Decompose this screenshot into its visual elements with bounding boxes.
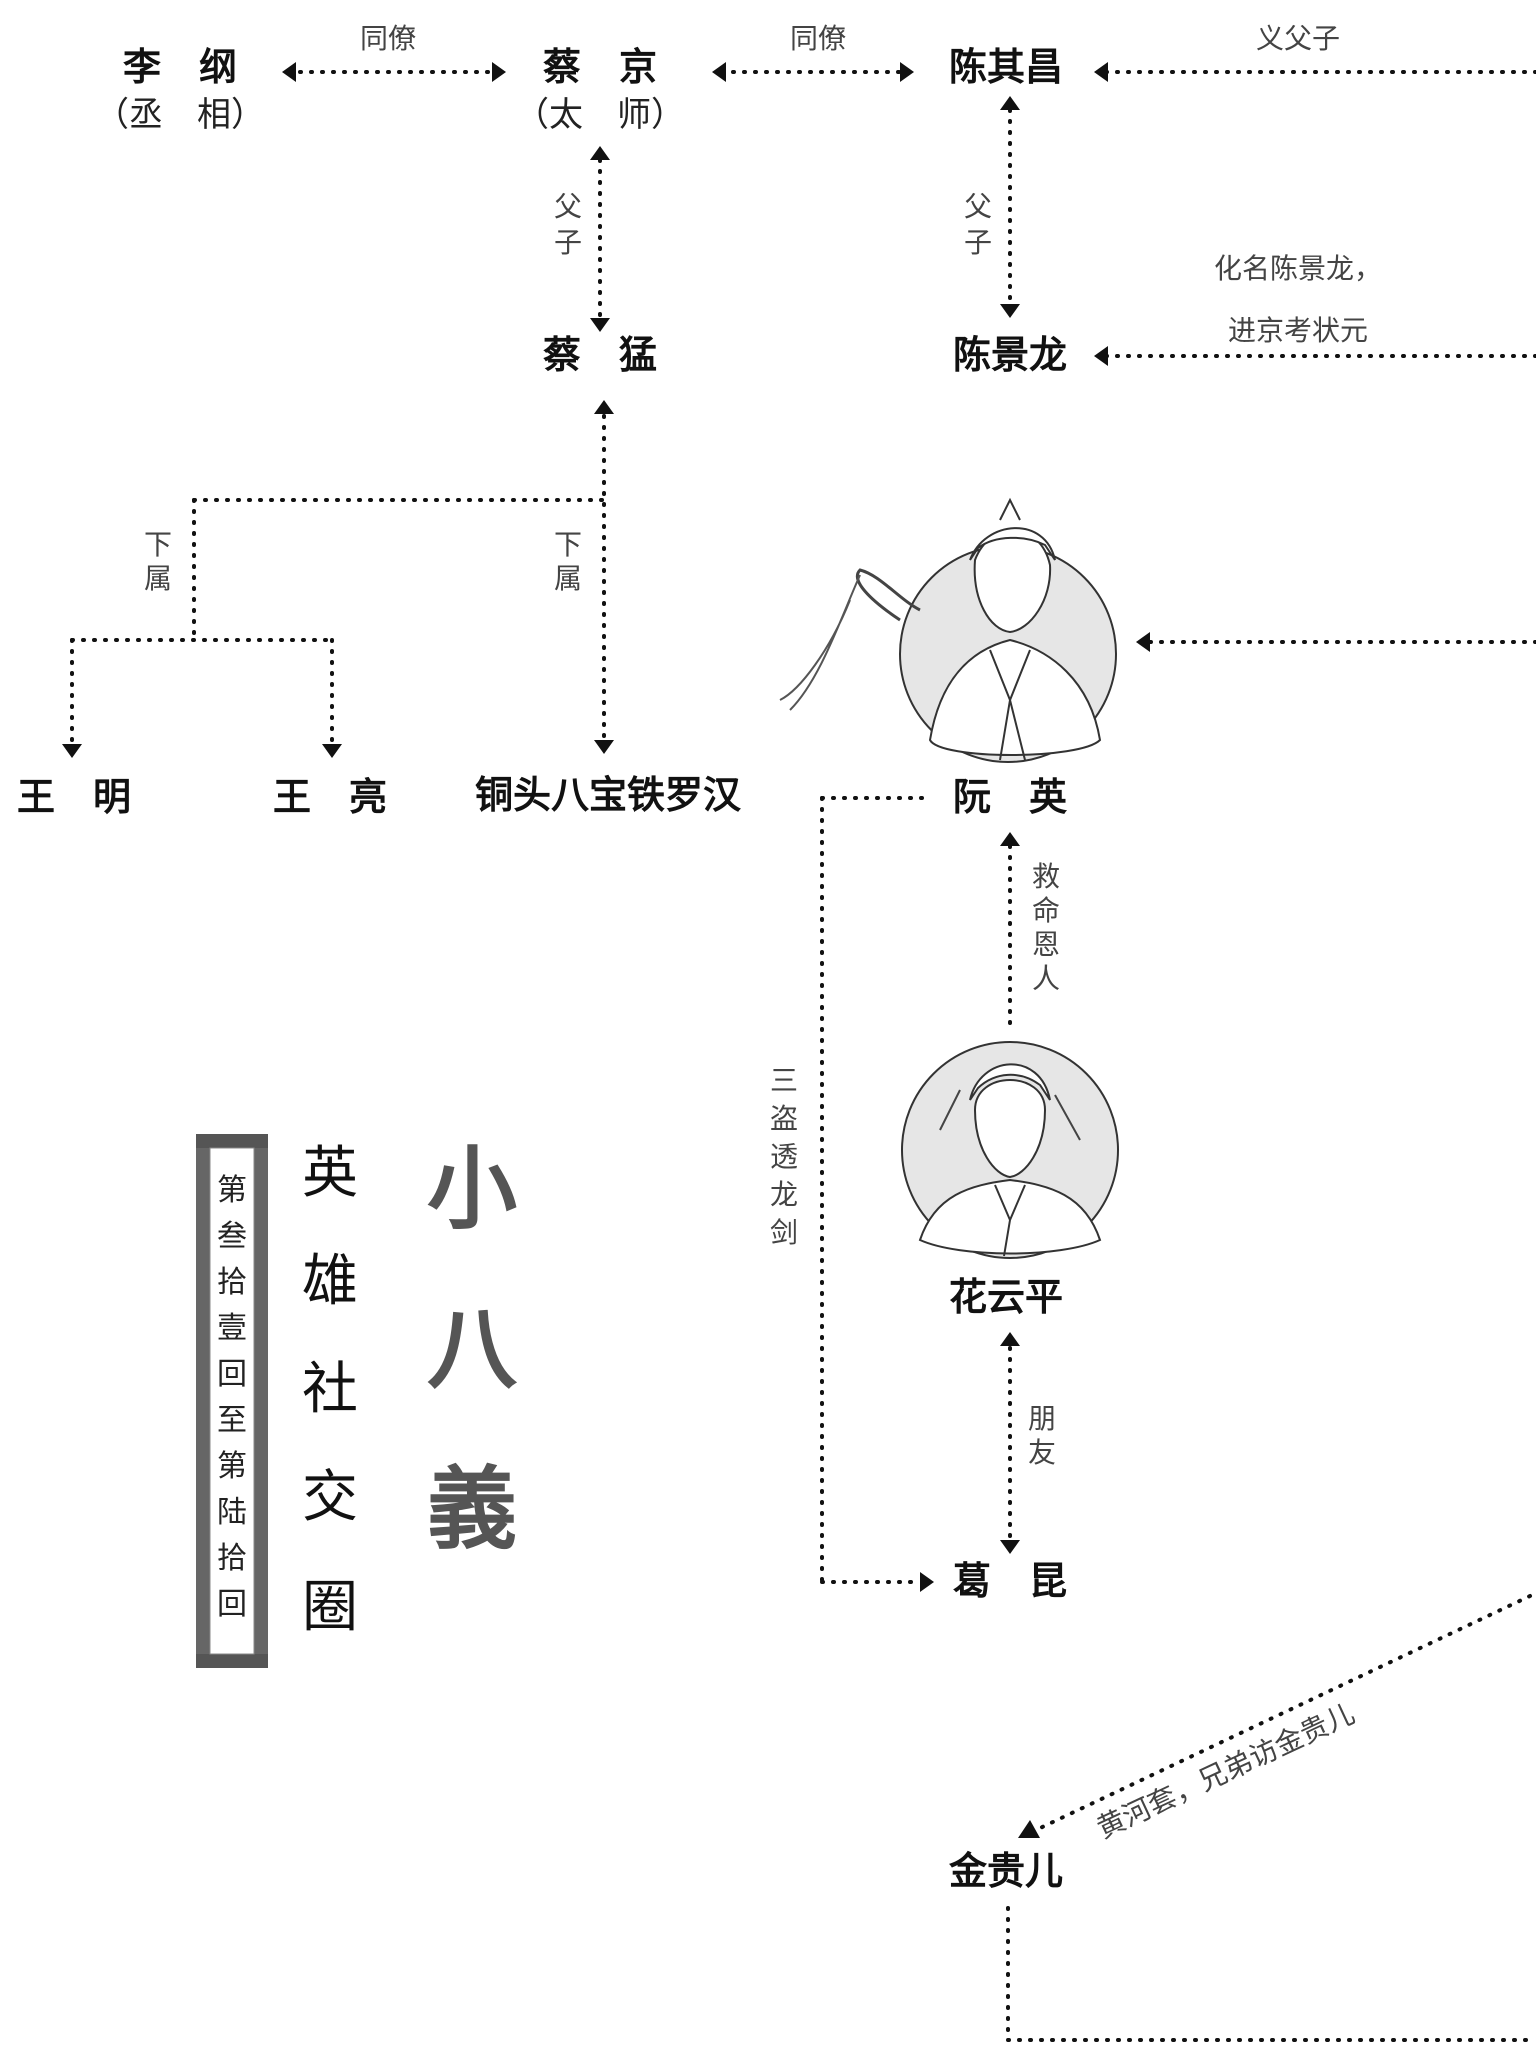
arrowhead: [1000, 1332, 1020, 1346]
label-subordinate-2a: 下: [554, 528, 582, 561]
label-alias-2: 进京考状元: [1228, 314, 1368, 347]
line-yellow-river: [1034, 1594, 1532, 1832]
scroll-char-3: 拾: [217, 1265, 247, 1300]
scroll-char-1: 第: [217, 1173, 247, 1208]
label-friend-2: 友: [1028, 1436, 1056, 1469]
node-wang-ming: 王 明: [17, 775, 131, 819]
label-father-son-1b: 子: [554, 226, 582, 259]
scroll-char-4: 壹: [217, 1311, 247, 1346]
node-cai-meng: 蔡 猛: [543, 333, 657, 377]
node-tongtou: 铜头八宝铁罗汉: [475, 773, 742, 817]
arrowhead: [1000, 1540, 1020, 1554]
label-yellow-river: 黄河套，兄弟访金贵儿: [1092, 1697, 1360, 1845]
scroll-char-6: 至: [217, 1403, 247, 1438]
label-colleague-2: 同僚: [790, 22, 846, 55]
main-title-char-2: 八: [427, 1296, 518, 1402]
scroll-char-2: 叁: [217, 1219, 247, 1254]
node-ruan-ying: 阮 英: [953, 775, 1068, 819]
label-subordinate-1a: 下: [144, 528, 172, 561]
arrowhead: [492, 62, 506, 82]
label-three-steal-4: 龙: [770, 1178, 798, 1211]
node-wang-liang: 王 亮: [273, 775, 387, 819]
hua-yunping-portrait: [901, 1041, 1119, 1259]
label-subordinate-2b: 属: [554, 562, 582, 595]
arrowhead: [1094, 346, 1108, 366]
node-ge-kun: 葛 昆: [953, 1559, 1067, 1603]
ruan-ying-portrait: [779, 497, 1117, 763]
arrowhead: [920, 1572, 934, 1592]
label-father-son-2a: 父: [964, 190, 992, 223]
arrowhead: [62, 744, 82, 758]
label-savior-2: 命: [1032, 894, 1060, 927]
label-three-steal-5: 剑: [770, 1216, 798, 1249]
arrowhead: [594, 400, 614, 414]
title-block: 第 叁 拾 壹 回 至 第 陆 拾 回 英 雄 社 交 圈 小 八 義: [196, 1134, 518, 1668]
scroll-char-8: 陆: [217, 1495, 247, 1530]
scroll-char-5: 回: [217, 1357, 247, 1392]
label-three-steal-3: 透: [770, 1140, 798, 1173]
main-title-char-1: 小: [427, 1136, 517, 1242]
label-savior-1: 救: [1032, 860, 1060, 893]
node-chen-qichang: 陈其昌: [949, 45, 1063, 89]
arrowhead: [1000, 96, 1020, 110]
arrowhead: [712, 62, 726, 82]
node-hua-yunping: 花云平: [949, 1275, 1063, 1319]
label-colleague-1: 同僚: [360, 22, 416, 55]
subtitle-char-5: 圈: [302, 1575, 358, 1640]
main-title-char-3: 義: [427, 1456, 517, 1562]
label-father-son-1a: 父: [554, 190, 582, 223]
scroll-char-10: 回: [217, 1587, 247, 1622]
arrowhead: [590, 146, 610, 160]
arrowhead: [282, 62, 296, 82]
scroll-ornament: [196, 1134, 268, 1668]
arrowhead: [590, 318, 610, 332]
label-godfather: 义父子: [1256, 22, 1340, 55]
label-father-son-2b: 子: [964, 226, 992, 259]
arrowhead: [1000, 304, 1020, 318]
scroll-char-7: 第: [217, 1449, 247, 1484]
label-subordinate-1b: 属: [144, 562, 172, 595]
label-savior-4: 人: [1032, 962, 1060, 995]
subtitle-char-3: 社: [302, 1357, 358, 1422]
subtitle-char-1: 英: [302, 1141, 358, 1206]
arrowhead: [1136, 632, 1150, 652]
connection-lines: [62, 62, 1536, 2042]
arrowhead: [1018, 1820, 1040, 1838]
subtitle-char-4: 交: [302, 1465, 358, 1530]
node-li-gang-title: （丞 相）: [95, 95, 265, 135]
arrowhead: [900, 62, 914, 82]
arrowhead: [322, 744, 342, 758]
arrowhead: [1094, 62, 1108, 82]
node-cai-jing-title: （太 师）: [515, 95, 685, 135]
label-savior-3: 恩: [1032, 928, 1060, 961]
node-li-gang: 李 纲: [123, 45, 237, 89]
subtitle-char-2: 雄: [302, 1249, 358, 1314]
node-cai-jing: 蔡 京: [543, 45, 657, 89]
scroll-char-9: 拾: [217, 1541, 247, 1576]
node-chen-jinglong: 陈景龙: [953, 333, 1067, 377]
node-jin-guier: 金贵儿: [948, 1849, 1063, 1893]
label-three-steal-1: 三: [770, 1064, 798, 1097]
arrowhead: [594, 740, 614, 754]
label-friend-1: 朋: [1028, 1402, 1056, 1435]
arrowhead: [1000, 832, 1020, 846]
label-three-steal-2: 盗: [770, 1102, 798, 1135]
label-alias-1: 化名陈景龙，: [1214, 252, 1382, 285]
